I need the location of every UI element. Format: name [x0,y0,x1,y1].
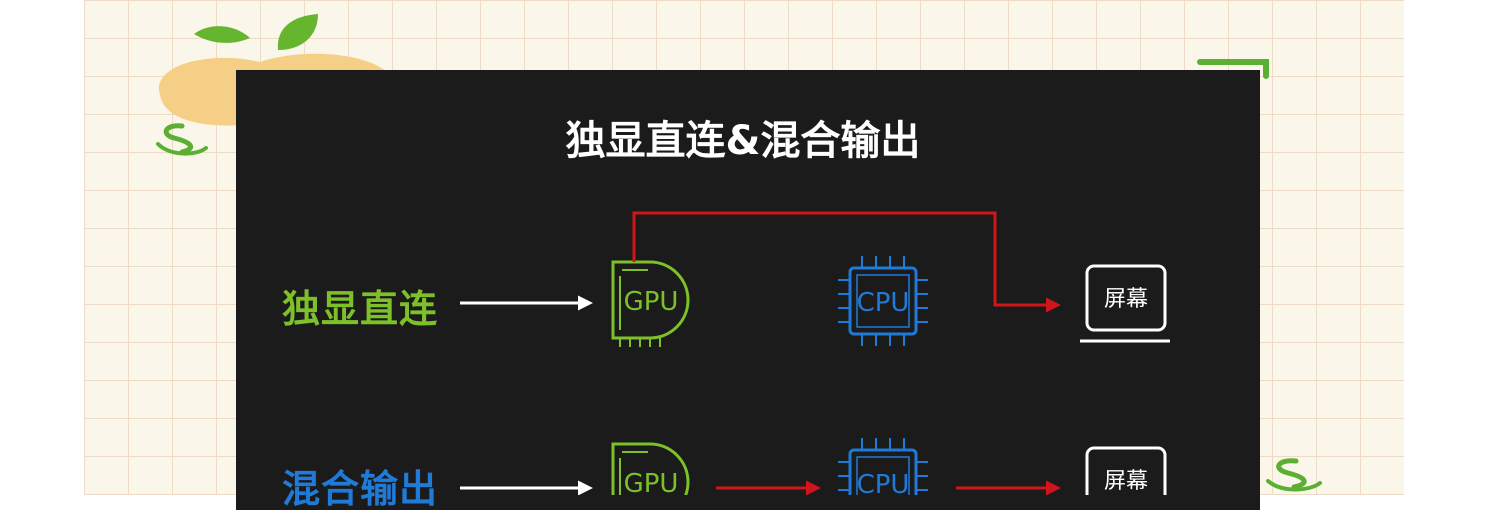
screen-label: 屏幕 [1104,469,1148,494]
screen-icon: 屏幕 [1080,264,1170,343]
leaf-decoration [194,14,318,50]
cpu-icon: CPU [838,256,928,346]
gpu-icon: GPU [611,442,690,495]
screen-label: 屏幕 [1104,287,1148,312]
gpu-label: GPU [624,287,679,317]
direct-output-arrow [632,211,1061,313]
gpu-label: GPU [624,469,679,495]
diagram-title: 独显直连&混合输出 [565,118,921,164]
diagram-board [236,70,1260,510]
cpu-icon: CPU [838,438,928,495]
swirl-decoration-right [1266,458,1322,492]
swirl-decoration-left [156,123,208,156]
cpu-label: CPU [857,288,910,318]
direct-connect-label: 独显直连 [282,287,439,331]
green-line-decoration [1197,59,1269,79]
screen-icon: 屏幕 [1085,446,1167,495]
cpu-label: CPU [857,470,910,495]
gpu-icon: GPU [611,260,690,347]
flow-diagram: GPU CPU 屏幕 GPU CPU [460,211,1170,495]
